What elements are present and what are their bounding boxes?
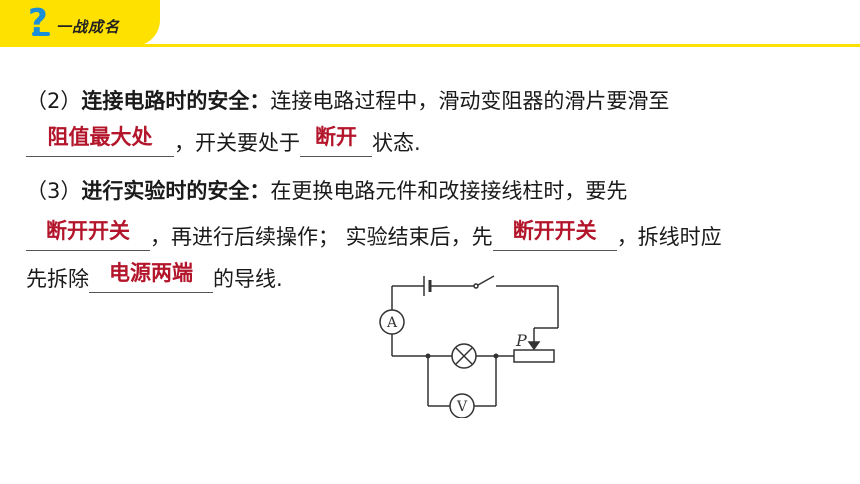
item3-text5: 的导线. — [213, 267, 283, 291]
junction-right — [493, 353, 499, 359]
switch-blade — [477, 275, 495, 286]
item3-blank3: 电源两端 — [89, 261, 213, 293]
slider-arrow — [527, 341, 541, 351]
lamp-cross-2 — [455, 347, 473, 365]
junction-left — [425, 353, 431, 359]
header-divider — [0, 44, 860, 47]
item3-text1: 在更换电路元件和改接接线柱时，要先 — [270, 179, 628, 203]
item3-text3: ，拆线时应 — [616, 225, 722, 249]
circuit-diagram: A V P — [379, 275, 559, 418]
item2-title: 连接电路时的安全： — [81, 89, 271, 113]
item2-number: （2） — [26, 89, 82, 113]
item2-text2: ，开关要处于 — [174, 131, 300, 155]
item3-line2: 断开开关 ，再进行后续操作； 实验结束后，先断开开关 ，拆线时应 — [26, 219, 722, 252]
item3-blank1: 断开开关 — [26, 219, 150, 251]
item2-answer1: 阻值最大处 — [47, 125, 153, 149]
item3-line3: 先拆除电源两端的导线. — [26, 261, 283, 294]
ammeter-label: A — [386, 315, 398, 331]
item2-blank2: 断开 — [300, 125, 372, 157]
item2-text1: 连接电路过程中，滑动变阻器的滑片要滑至 — [270, 89, 670, 113]
item2-text3: 状态. — [372, 131, 421, 155]
item3-number: （3） — [26, 179, 82, 203]
item2-line2: 阻值最大处 ，开关要处于断开状态. — [26, 125, 421, 158]
header-badge: 一战成名 — [56, 18, 121, 36]
item2-blank1: 阻值最大处 — [26, 125, 174, 157]
rheostat — [513, 349, 555, 363]
item3-text4: 先拆除 — [26, 267, 89, 291]
item2-line1: （2）连接电路时的安全：连接电路过程中，滑动变阻器的滑片要滑至 — [26, 86, 669, 116]
item2-answer2: 断开 — [315, 125, 357, 149]
item3-answer2: 断开开关 — [512, 219, 597, 243]
item3-line1: （3）进行实验时的安全：在更换电路元件和改接接线柱时，要先 — [26, 176, 627, 206]
item3-title: 进行实验时的安全： — [81, 179, 271, 203]
question-mark-icon: ? — [28, 2, 50, 42]
item3-blank2: 断开开关 — [492, 219, 617, 251]
item3-text2: ，再进行后续操作； 实验结束后，先 — [150, 225, 493, 249]
header-tab — [0, 0, 160, 46]
item3-answer3: 电源两端 — [109, 261, 193, 285]
switch-contact — [473, 283, 479, 289]
voltmeter-label: V — [456, 399, 468, 415]
slider-label: P — [515, 331, 527, 350]
item3-answer1: 断开开关 — [46, 219, 130, 243]
